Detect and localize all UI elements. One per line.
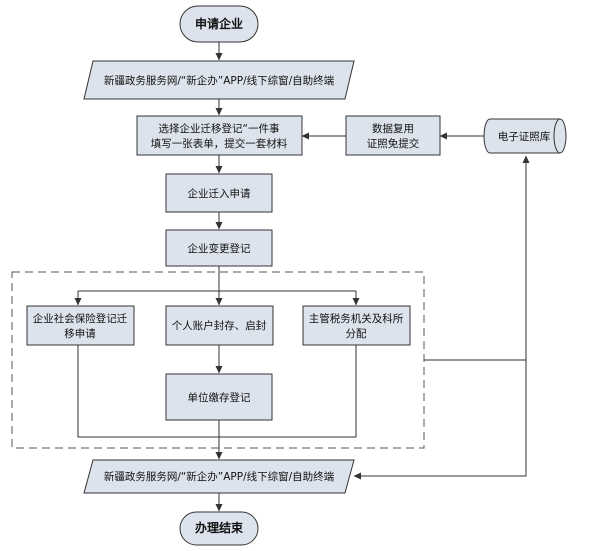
- select-label-line1: 选择企业迁移登记“一件事: [159, 122, 280, 135]
- account-seal-node: 个人账户封存、启封: [165, 305, 274, 346]
- portal-top-label: 新疆政务服务网/“新企办”APP/线下综窗/自助终端: [104, 74, 335, 87]
- change-reg-node: 企业变更登记: [165, 229, 273, 267]
- e-license-node: 电子证照库: [483, 118, 567, 154]
- edge-frame-to-elicense: [424, 155, 530, 361]
- edge-tax-to-merge: [219, 345, 357, 438]
- tax-authority-label-line2: 分配: [346, 328, 367, 340]
- edge-elicense-to-portal-bottom: [353, 360, 527, 480]
- data-reuse-label-line1: 数据复用: [372, 122, 414, 135]
- move-in-label: 企业迁入申请: [188, 187, 251, 200]
- select-node: 选择企业迁移登记“一件事 填写一张表单，提交一套材料: [136, 115, 303, 156]
- e-license-label: 电子证照库: [498, 130, 551, 143]
- social-insurance-label-line1: 企业社会保险登记迁: [33, 312, 128, 325]
- portal-bottom-node: 新疆政务服务网/“新企办”APP/线下综窗/自助终端: [83, 459, 355, 494]
- parallel-group-frame: [11, 271, 425, 449]
- fund-reg-node: 单位缴存登记: [165, 373, 273, 421]
- social-insurance-node: 企业社会保险登记迁 移申请: [26, 305, 135, 346]
- fund-reg-label: 单位缴存登记: [188, 391, 251, 404]
- data-reuse-node: 数据复用 证照免提交: [345, 115, 441, 156]
- tax-authority-node: 主管税务机关及科所 分配: [302, 305, 411, 346]
- select-label-line2: 填写一张表单，提交一套材料: [151, 137, 288, 150]
- social-insurance-label-line2: 移申请: [64, 327, 96, 340]
- edges: [74, 42, 530, 512]
- edge-social-to-merge: [77, 345, 219, 438]
- end-node: 办理结束: [179, 511, 259, 546]
- start-node: 申请企业: [179, 5, 259, 43]
- tax-authority-label-line1: 主管税务机关及科所: [309, 312, 404, 325]
- account-seal-label: 个人账户封存、启封: [172, 319, 267, 332]
- move-in-node: 企业迁入申请: [165, 173, 273, 213]
- data-reuse-label-line2: 证照免提交: [367, 137, 420, 150]
- change-reg-label: 企业变更登记: [188, 242, 251, 255]
- portal-bottom-label: 新疆政务服务网/“新企办”APP/线下综窗/自助终端: [104, 470, 335, 483]
- start-label: 申请企业: [195, 16, 243, 31]
- end-label: 办理结束: [195, 520, 244, 535]
- portal-top-node: 新疆政务服务网/“新企办”APP/线下综窗/自助终端: [83, 60, 355, 100]
